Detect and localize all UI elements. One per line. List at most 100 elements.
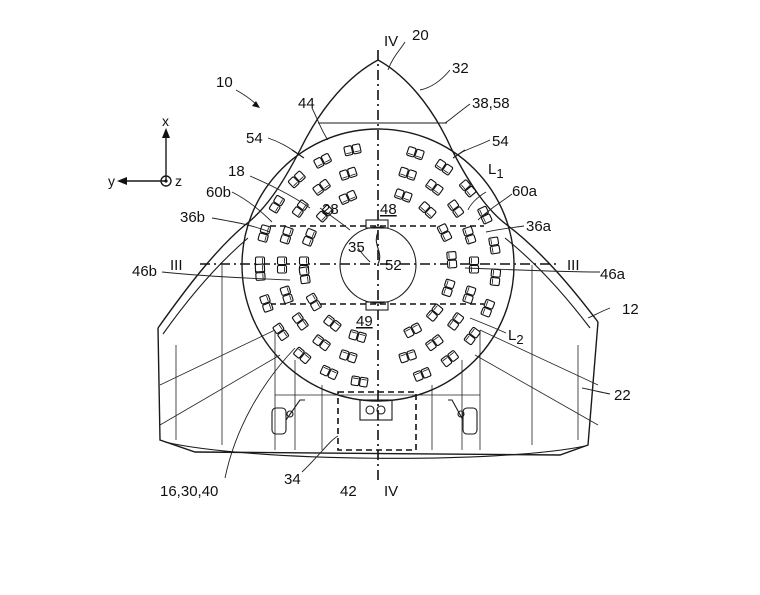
seat (312, 183, 324, 196)
seat (489, 244, 501, 255)
seat (465, 285, 477, 296)
seat (338, 193, 350, 205)
seat (440, 355, 453, 367)
seat-row (459, 179, 477, 198)
seat (282, 293, 294, 304)
seat-row (412, 367, 432, 382)
label-L1: L1 (488, 161, 504, 181)
seat (490, 268, 502, 278)
seat (446, 259, 458, 269)
seat-row (339, 349, 358, 364)
section-III-right: III (567, 257, 580, 274)
seat (447, 350, 459, 362)
seat (447, 199, 460, 211)
seat (463, 333, 476, 346)
seat (406, 169, 417, 181)
label-44: 44 (298, 95, 315, 112)
seat (277, 329, 290, 341)
seat-row (287, 170, 306, 189)
seat (480, 213, 493, 225)
seat-row (425, 334, 444, 351)
seat (403, 326, 415, 339)
seat (330, 320, 342, 332)
seat-row (441, 278, 456, 298)
seat-row (398, 349, 417, 364)
seat (282, 226, 294, 237)
seat-row (292, 199, 309, 218)
seat (319, 339, 331, 351)
seat (424, 207, 437, 219)
seat-row (468, 256, 480, 274)
seat-row (279, 226, 294, 245)
label-18: 18 (228, 163, 245, 180)
seat (254, 256, 266, 266)
seat (468, 326, 481, 339)
seat (441, 286, 453, 298)
label-20: 20 (412, 27, 429, 44)
seat (259, 294, 271, 305)
seat-row (268, 195, 285, 214)
seat (343, 145, 354, 157)
seat (323, 314, 335, 327)
seat (418, 201, 431, 213)
seat (310, 300, 322, 312)
seat (348, 329, 359, 341)
seat (452, 206, 464, 218)
seat-row (293, 346, 312, 364)
label-34: 34 (284, 471, 301, 488)
label-36a: 36a (526, 218, 552, 235)
seat (468, 256, 480, 266)
label-46b: 46b (132, 263, 157, 280)
seat (447, 319, 460, 331)
seat-row (343, 143, 362, 157)
seat (347, 352, 358, 364)
label-32: 32 (452, 60, 469, 77)
seat (319, 364, 331, 377)
seat (347, 166, 358, 178)
seat-row (398, 166, 417, 181)
seat (356, 331, 367, 343)
seat-row (276, 256, 288, 274)
seat (299, 352, 312, 364)
seat (431, 303, 444, 316)
leader-lines (161, 41, 611, 479)
seat (425, 339, 437, 351)
seat (464, 185, 477, 198)
seat (302, 235, 314, 247)
seat-row (319, 364, 339, 380)
label-54-left: 54 (246, 130, 263, 147)
seat-row (425, 179, 444, 196)
seat-row (257, 224, 271, 243)
label-52: 52 (385, 257, 402, 274)
seat (346, 189, 358, 202)
seat (257, 232, 269, 243)
seat (262, 302, 274, 313)
label-35: 35 (348, 239, 365, 256)
seat (321, 204, 334, 217)
label-60a: 60a (512, 183, 538, 200)
seat (398, 352, 409, 364)
seat (446, 251, 457, 261)
seat (350, 375, 361, 387)
seat-row (462, 226, 477, 245)
seat (327, 368, 339, 380)
seat-row (434, 159, 454, 176)
seat (406, 146, 417, 158)
seat (412, 370, 424, 382)
seat (483, 299, 496, 310)
seat (305, 228, 317, 239)
seat-row (348, 329, 367, 343)
seat (287, 176, 300, 189)
seat-row (350, 375, 369, 388)
seat-row (298, 266, 311, 285)
seat (276, 256, 288, 266)
seat (489, 276, 501, 287)
axis-z-label: z (175, 173, 182, 189)
seat (358, 376, 369, 388)
seat (432, 183, 444, 196)
seat-row (279, 285, 294, 304)
seat (436, 223, 449, 235)
seat (452, 312, 464, 324)
seat (420, 367, 432, 379)
